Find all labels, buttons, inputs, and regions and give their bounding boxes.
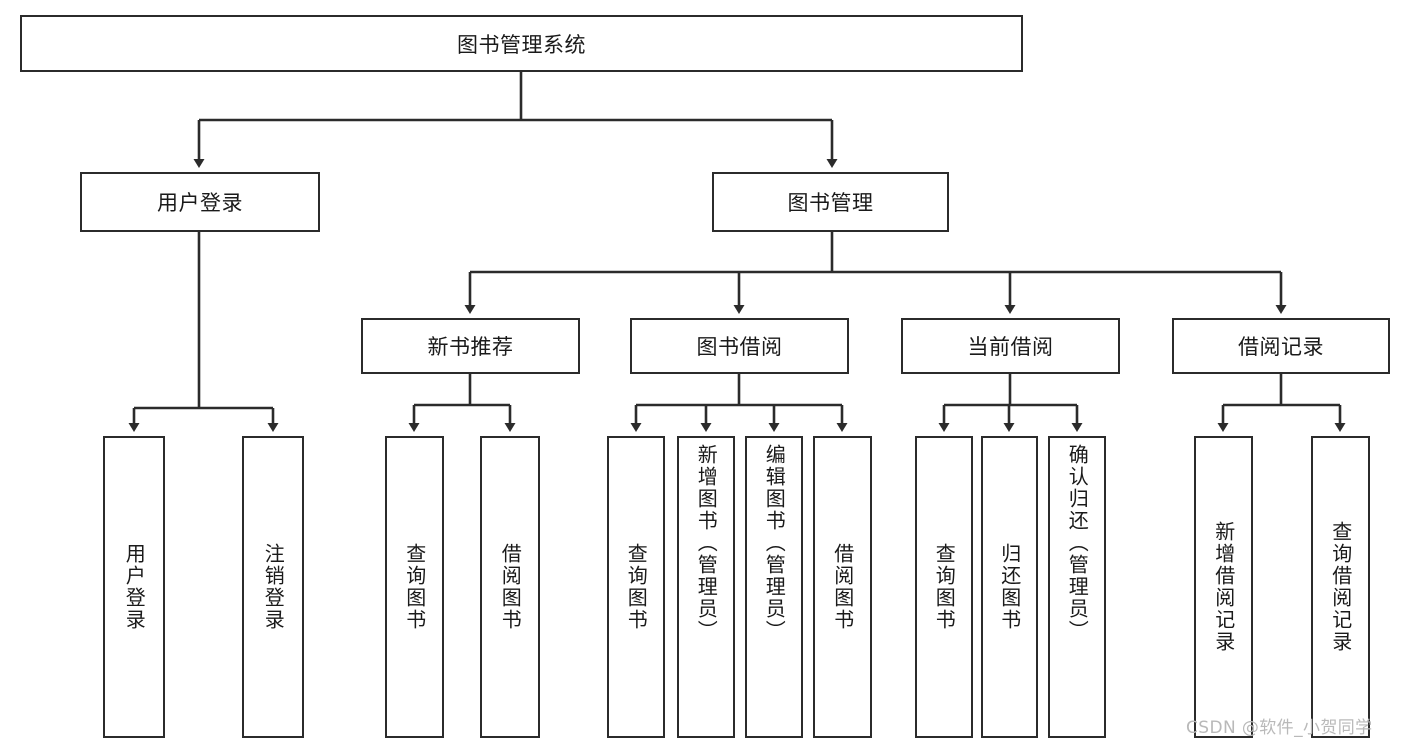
node-book-borrow-label: 图书借阅 [696,335,783,359]
node-user-login-label: 用户登录 [157,191,243,215]
node-user-login[interactable]: 用户登录 [80,172,320,232]
node-book-management[interactable]: 图书管理 [712,172,949,232]
node-new-book-recommend-label: 新书推荐 [427,335,514,359]
leaf-borrow-add-book-admin-label: 新增图书（管理员） [694,444,719,642]
leaf-borrow-query-book-label: 查询图书 [624,543,649,631]
leaf-record-add-record[interactable]: 新增借阅记录 [1194,436,1253,738]
node-borrow-record[interactable]: 借阅记录 [1172,318,1390,374]
node-root[interactable]: 图书管理系统 [20,15,1023,72]
leaf-current-return-book[interactable]: 归还图书 [981,436,1038,738]
node-root-label: 图书管理系统 [457,32,586,57]
leaf-current-confirm-return-admin[interactable]: 确认归还（管理员） [1048,436,1106,738]
leaf-current-return-book-label: 归还图书 [997,543,1022,631]
leaf-user-login[interactable]: 用户登录 [103,436,165,738]
leaf-record-query-record-label: 查询借阅记录 [1328,521,1353,653]
node-new-book-recommend[interactable]: 新书推荐 [361,318,580,374]
node-borrow-record-label: 借阅记录 [1238,335,1324,359]
leaf-newbook-borrow-book[interactable]: 借阅图书 [480,436,540,738]
node-book-borrow[interactable]: 图书借阅 [630,318,849,374]
leaf-record-add-record-label: 新增借阅记录 [1211,521,1236,653]
leaf-current-query-book-label: 查询图书 [932,543,957,631]
leaf-borrow-borrow-book[interactable]: 借阅图书 [813,436,872,738]
node-book-management-label: 图书管理 [787,191,874,215]
leaf-logout-label: 注销登录 [261,543,286,631]
watermark: CSDN @软件_小贺同学 [1186,718,1373,738]
leaf-borrow-borrow-book-label: 借阅图书 [830,543,855,631]
leaf-borrow-query-book[interactable]: 查询图书 [607,436,665,738]
leaf-current-confirm-return-admin-label: 确认归还（管理员） [1065,444,1090,642]
leaf-current-query-book[interactable]: 查询图书 [915,436,973,738]
leaf-user-login-label: 用户登录 [122,543,147,631]
leaf-newbook-query-book-label: 查询图书 [402,543,427,631]
leaf-record-query-record[interactable]: 查询借阅记录 [1311,436,1370,738]
leaf-borrow-edit-book-admin-label: 编辑图书（管理员） [762,444,787,642]
leaf-newbook-query-book[interactable]: 查询图书 [385,436,444,738]
leaf-borrow-edit-book-admin[interactable]: 编辑图书（管理员） [745,436,803,738]
node-current-borrow[interactable]: 当前借阅 [901,318,1120,374]
leaf-newbook-borrow-book-label: 借阅图书 [498,543,523,631]
leaf-borrow-add-book-admin[interactable]: 新增图书（管理员） [677,436,735,738]
leaf-logout[interactable]: 注销登录 [242,436,304,738]
node-current-borrow-label: 当前借阅 [967,335,1054,359]
